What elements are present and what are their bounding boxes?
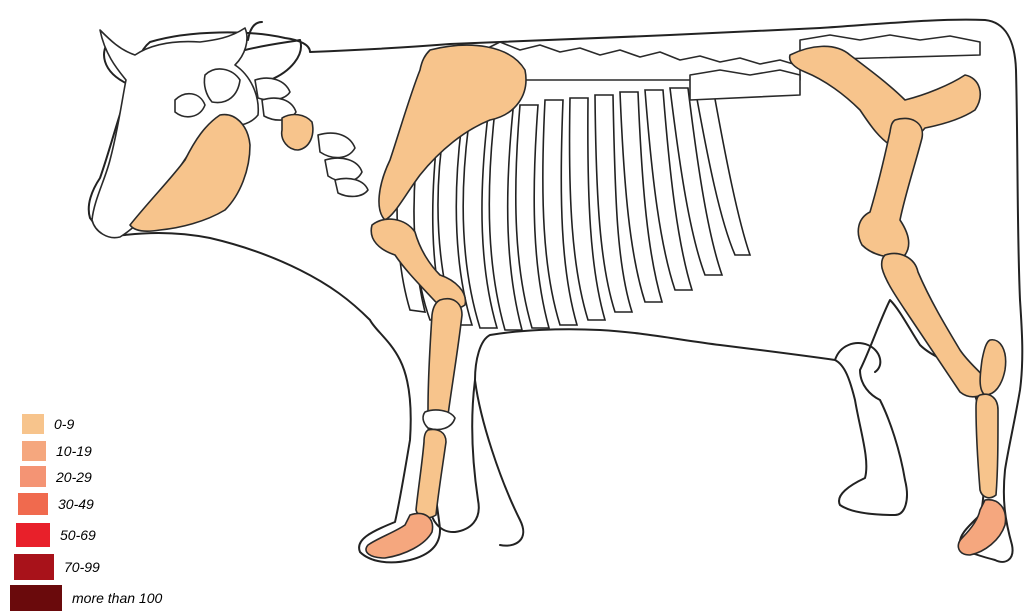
legend-label: 10-19 xyxy=(56,443,92,459)
legend-item: 0-9 xyxy=(22,414,74,434)
legend-item: 50-69 xyxy=(16,523,96,547)
legend-label: 50-69 xyxy=(60,527,96,543)
front-phalanges-bone xyxy=(366,514,433,558)
legend-swatch xyxy=(18,493,48,515)
legend-label: 20-29 xyxy=(56,469,92,485)
legend-item: 30-49 xyxy=(18,493,94,515)
tibia-bone xyxy=(882,254,990,397)
metacarpal-bone xyxy=(416,430,446,518)
carpal-bones xyxy=(423,410,455,430)
legend-item: more than 100 xyxy=(10,585,162,611)
legend-swatch xyxy=(14,554,54,580)
legend-label: 70-99 xyxy=(64,559,100,575)
femur-bone xyxy=(858,118,922,257)
pelvis-bone xyxy=(790,46,981,148)
legend-swatch xyxy=(10,585,62,611)
legend-item: 70-99 xyxy=(14,554,100,580)
legend-item: 10-19 xyxy=(22,441,92,461)
legend-label: more than 100 xyxy=(72,590,162,606)
legend-label: 0-9 xyxy=(54,416,74,432)
legend-item: 20-29 xyxy=(20,466,92,487)
legend-label: 30-49 xyxy=(58,496,94,512)
legend-swatch xyxy=(22,414,44,434)
hind-phalanges-bone xyxy=(958,500,1005,555)
legend: 0-9 10-19 20-29 30-49 50-69 70-99 more t… xyxy=(8,408,208,608)
metatarsal-bone xyxy=(976,394,998,497)
radius-ulna-bone xyxy=(428,299,462,418)
legend-swatch xyxy=(20,466,46,487)
legend-swatch xyxy=(16,523,50,547)
atlas-bone xyxy=(282,115,313,150)
legend-swatch xyxy=(22,441,46,461)
lumbar-vertebrae xyxy=(690,70,800,100)
tarsal-bones xyxy=(980,340,1006,395)
